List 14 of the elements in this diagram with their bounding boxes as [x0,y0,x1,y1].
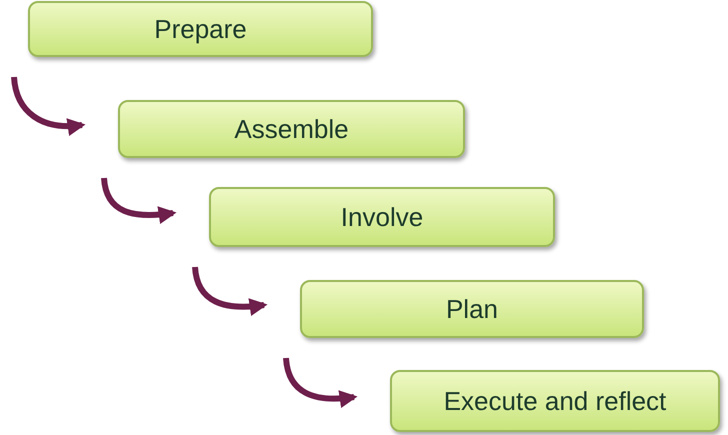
curved-arrow [283,358,358,408]
step-box [300,280,644,338]
step-box [209,187,555,247]
step-label: Assemble [234,114,349,144]
step-label: Prepare [154,14,247,44]
step-label: Involve [340,202,424,232]
step-label: Execute and reflect [444,386,666,416]
curved-arrow [11,76,86,136]
step-box [28,1,373,57]
curved-arrow [192,266,268,316]
step-box [390,370,720,432]
step-box [118,100,465,158]
step-label: Plan [446,294,498,324]
curved-arrow [101,178,177,224]
